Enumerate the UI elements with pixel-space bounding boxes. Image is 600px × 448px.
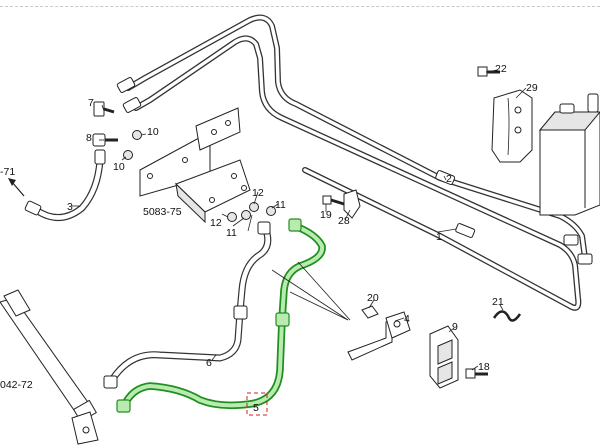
callout-18: 18 bbox=[478, 361, 490, 373]
clamp-block-9[interactable] bbox=[429, 325, 459, 389]
reference-5083-75: 5083-75 bbox=[143, 206, 182, 218]
callout-3: 3 bbox=[67, 201, 73, 213]
callout-29: 29 bbox=[526, 82, 538, 94]
pipe-2[interactable] bbox=[125, 14, 588, 261]
hose-5-highlighted[interactable] bbox=[116, 218, 326, 413]
mounting-bracket[interactable] bbox=[139, 107, 251, 224]
callout-9: 9 bbox=[452, 321, 458, 333]
leader-lines-4 bbox=[271, 269, 349, 321]
callout-10-lower: 10 bbox=[113, 161, 125, 173]
callout-4: 4 bbox=[404, 313, 410, 325]
nuts-11-12 bbox=[227, 202, 276, 222]
fitting-7 bbox=[93, 101, 115, 117]
arrow-head-71 bbox=[8, 178, 16, 186]
callout-20: 20 bbox=[367, 292, 379, 304]
washer-10 bbox=[123, 130, 142, 160]
callout-8: 8 bbox=[86, 132, 92, 144]
pipe-joint-1 bbox=[455, 223, 476, 238]
hydraulic-cylinder[interactable] bbox=[0, 289, 99, 445]
callout-21: 21 bbox=[492, 296, 504, 308]
callout-12-left: 12 bbox=[210, 217, 222, 229]
callout-6: 6 bbox=[206, 357, 212, 369]
callout-1: 1 bbox=[436, 231, 442, 243]
reservoir-fitting-a bbox=[563, 234, 579, 246]
callout-2: 2 bbox=[446, 173, 452, 185]
fitting-8 bbox=[92, 133, 118, 147]
reservoir-fitting-b bbox=[577, 253, 593, 265]
bracket-4[interactable] bbox=[347, 311, 411, 361]
callout-5: 5 bbox=[253, 402, 259, 414]
pipe-1[interactable] bbox=[133, 35, 582, 311]
clip-21 bbox=[492, 310, 522, 322]
clamp-28[interactable] bbox=[343, 189, 361, 219]
arrow-line-71 bbox=[11, 181, 25, 197]
reference-042-72: 042-72 bbox=[0, 379, 33, 391]
nut-20 bbox=[361, 305, 379, 319]
top-border bbox=[0, 0, 600, 7]
callout-22: 22 bbox=[495, 63, 507, 75]
callout-12-right: 12 bbox=[252, 187, 264, 199]
pipe-fitting-upper bbox=[116, 77, 142, 113]
reference-71: -71 bbox=[0, 166, 15, 178]
selection-box-5 bbox=[246, 392, 268, 416]
callout-10-upper: 10 bbox=[147, 126, 159, 138]
callout-28: 28 bbox=[338, 215, 350, 227]
reservoir-tank[interactable] bbox=[538, 93, 600, 216]
reservoir-bracket[interactable] bbox=[491, 89, 533, 163]
callout-7: 7 bbox=[88, 97, 94, 109]
hose-3[interactable] bbox=[24, 149, 106, 221]
callout-11-left: 11 bbox=[226, 227, 237, 239]
bolt-19-part bbox=[322, 195, 345, 206]
bolt-18-part bbox=[465, 368, 488, 379]
hose-6[interactable] bbox=[103, 221, 272, 389]
callout-19: 19 bbox=[320, 209, 332, 221]
callout-11-right: 11 bbox=[275, 199, 286, 211]
